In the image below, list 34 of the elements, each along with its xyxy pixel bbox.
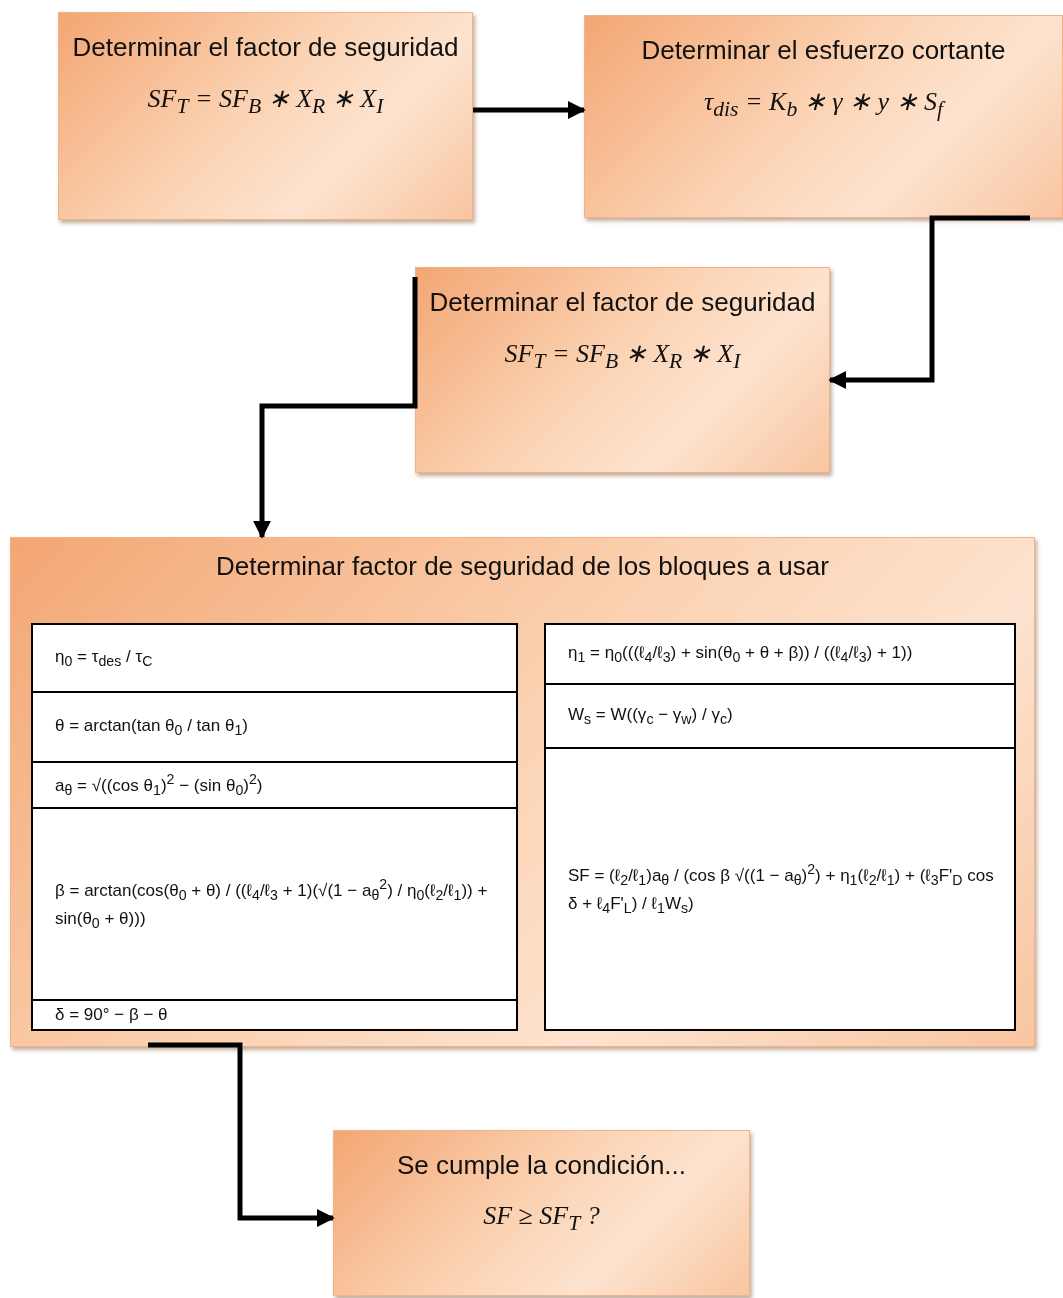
formula-text: SF$_{T}$ = SF$_{B}$ ∗ X$_{R}$ ∗ X$_{I}$ (504, 338, 741, 375)
formula-text: τ$_{dis}$ = K$_{b}$ ∗ γ ∗ y ∗ S$_{f}$ (703, 86, 944, 123)
formula-cell (31, 691, 518, 763)
formula-text: SF$_{T}$ = SF$_{B}$ ∗ X$_{R}$ ∗ X$_{I}$ (147, 83, 384, 120)
connector-arrow (148, 1042, 335, 1227)
formula-text: η$_{0}$ = τ$_{des}$ / τ$_{C}$ (55, 645, 153, 672)
process-box (333, 1130, 750, 1296)
process-box (415, 267, 830, 473)
process-panel (10, 537, 1035, 1047)
process-box (58, 12, 473, 220)
formula-cell (544, 623, 1016, 685)
formula-text: SF = (ℓ$_{2}$/ℓ$_{1}$)a$_{θ}$ / (cos β √((1 − a$_{θ}$)$^{2}$) + η$_{1}$(ℓ$_{2}$/ℓ$_{1}$) + (ℓ$_{3}$F'$_{D}$ cos δ + ℓ$_{4}$F'$_{L}$) / ℓ$_{1}$W$_{s}$) (568, 859, 995, 919)
process-box (584, 15, 1063, 218)
formula-cell (31, 623, 518, 693)
formula-text: β = arctan(cos(θ$_{0}$ + θ) / ((ℓ$_{4}$/ℓ$_{3}$ + 1)(√(1 − a$_{θ}$$^{2}$) / η$_{0}$(ℓ$_{2}$/ℓ$_{1}$)) + sin(θ$_{0}$ + θ))) (55, 874, 489, 934)
formula-text: SF ≥ SF$_{T}$ ? (483, 1201, 600, 1237)
formula-text: δ = 90° − β − θ (55, 1004, 168, 1027)
step-title: Determinar el factor de seguridad (72, 31, 459, 64)
formula-cell (31, 761, 518, 809)
step-title: Determinar el factor de seguridad (429, 286, 816, 319)
connector-arrow (253, 277, 418, 539)
formula-text: W$_{s}$ = W((γ$_{c}$ − γ$_{w}$) / γ$_{c}$) (568, 703, 733, 730)
formula-cell (31, 807, 518, 1001)
connector-arrow (473, 101, 586, 119)
step-title: Determinar el esfuerzo cortante (641, 34, 1006, 67)
connector-arrow (828, 215, 1030, 389)
formula-cell (544, 747, 1016, 1031)
step-title: Se cumple la condición... (396, 1149, 686, 1182)
formula-text: θ = arctan(tan θ$_{0}$ / tan θ$_{1}$) (55, 714, 248, 741)
formula-text: a$_{θ}$ = √((cos θ$_{1}$)$^{2}$ − (sin θ$_{0}$)$^{2}$) (55, 769, 263, 800)
formula-cell (544, 683, 1016, 749)
formula-text: η$_{1}$ = η$_{0}$(((ℓ$_{4}$/ℓ$_{3}$) + sin(θ$_{0}$ + θ + β)) / ((ℓ$_{4}$/ℓ$_{3}$) + 1)) (568, 641, 913, 668)
formula-cell (31, 999, 518, 1031)
step-title: Determinar factor de seguridad de los bloques a usar (216, 550, 829, 583)
